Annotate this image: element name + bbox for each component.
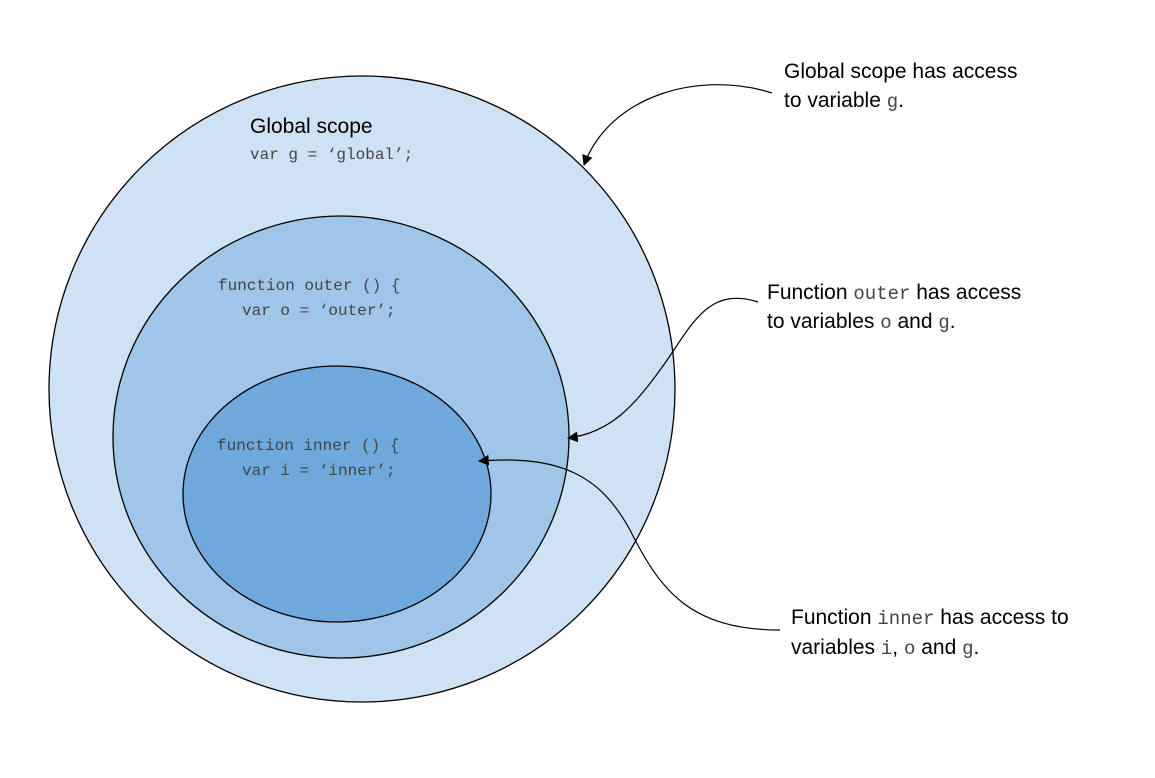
text-span: and [915,636,962,659]
inner-function-variable: var i = ‘inner’; [242,462,396,480]
global-scope-code: var g = ‘global’; [250,146,413,164]
inner-annotation-arrow [477,454,781,631]
function-inner-code: inner [877,608,934,630]
variable-g-code: g [962,638,973,660]
inner-annotation-line2: variables i, o and g. [791,636,979,660]
text-span: . [974,636,980,659]
inner-function-signature: function inner () { [217,437,399,455]
inner-scope-circle [182,365,492,623]
outer-annotation-line2: to variables o and g. [767,310,956,334]
text-span: Function [767,281,853,304]
variable-o-code: o [904,638,915,660]
outer-function-signature: function outer () { [218,277,400,295]
variable-g-code: g [887,91,898,113]
global-annotation-line2: to variable g. [784,89,904,113]
text-span: and [892,310,939,333]
text-span: has access [910,281,1021,304]
inner-annotation-line1: Function inner has access to [791,606,1069,630]
text-span: Function [791,606,877,629]
outer-annotation-arrow [566,297,759,443]
text-span: , [892,636,904,659]
global-annotation-line1: Global scope has access [784,60,1017,83]
function-outer-code: outer [853,283,910,305]
text-span: . [898,89,904,112]
outer-function-variable: var o = ‘outer’; [242,302,396,320]
text-span: to variable [784,89,887,112]
text-span: variables [791,636,881,659]
variable-i-code: i [881,638,892,660]
text-span: to variables [767,310,880,333]
global-scope-title: Global scope [250,115,373,138]
variable-g-code: g [938,312,949,334]
variable-o-code: o [880,312,891,334]
global-annotation-arrow [582,84,773,167]
text-span: has access to [934,606,1068,629]
text-span: . [950,310,956,333]
outer-annotation-line1: Function outer has access [767,281,1021,305]
